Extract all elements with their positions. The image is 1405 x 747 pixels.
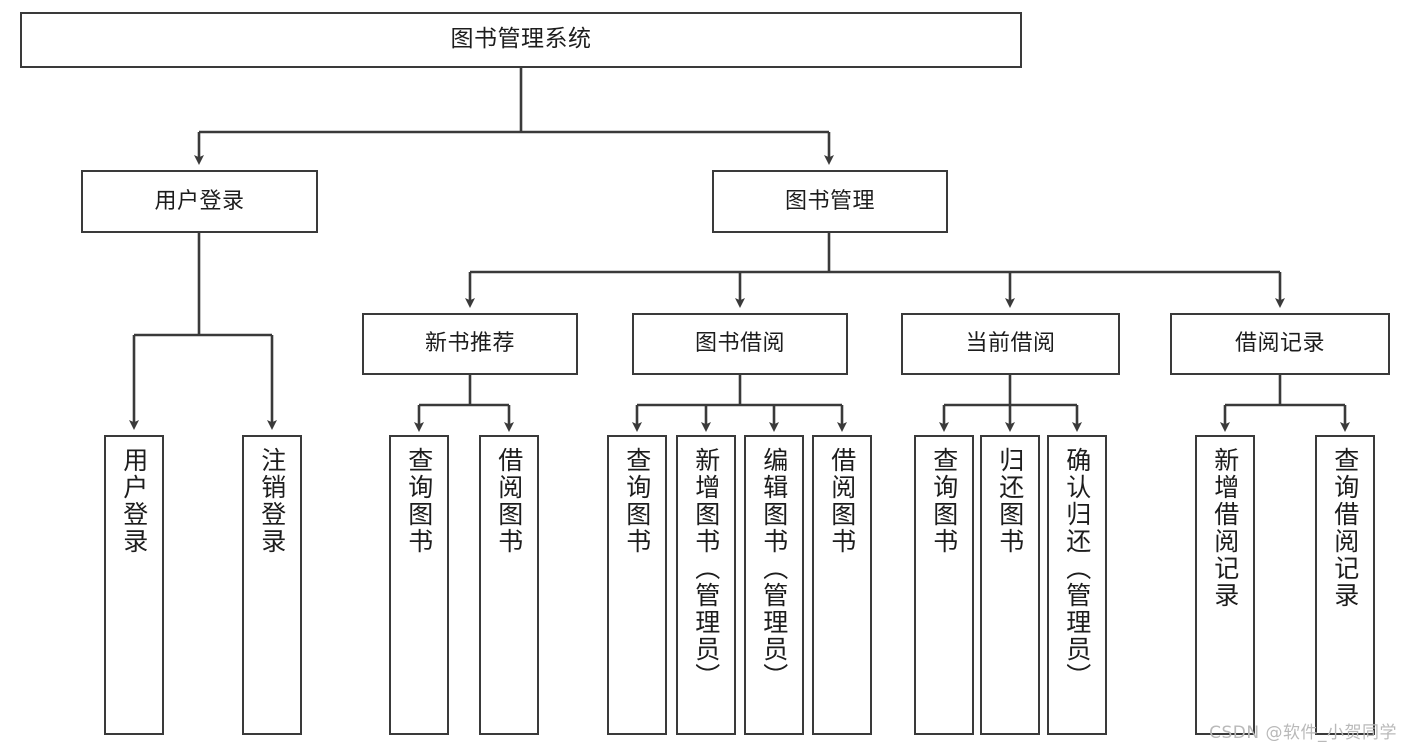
leaf-query-book-newbook[interactable]: 查询图书 [389, 435, 449, 735]
node-label: 借阅记录 [1234, 331, 1325, 357]
leaf-add-borrow-record[interactable]: 新增借阅记录 [1195, 435, 1255, 735]
node-label: 新增借阅记录 [1210, 447, 1240, 609]
leaf-borrow-book[interactable]: 借阅图书 [812, 435, 872, 735]
node-label: 新书推荐 [424, 331, 515, 357]
node-current-borrow[interactable]: 当前借阅 [901, 313, 1120, 375]
node-label: 编辑图书（管理员） [759, 447, 789, 690]
node-label: 新增图书（管理员） [691, 447, 721, 690]
leaf-return-book[interactable]: 归还图书 [980, 435, 1040, 735]
node-label: 归还图书 [995, 447, 1025, 555]
node-label: 注销登录 [257, 447, 287, 555]
node-label: 图书管理系统 [450, 26, 592, 53]
node-label: 查询图书 [929, 447, 959, 555]
leaf-query-book-borrow[interactable]: 查询图书 [607, 435, 667, 735]
leaf-user-login[interactable]: 用户登录 [104, 435, 164, 735]
node-book-management[interactable]: 图书管理 [712, 170, 948, 233]
leaf-logout-login[interactable]: 注销登录 [242, 435, 302, 735]
leaf-confirm-return-admin[interactable]: 确认归还（管理员） [1047, 435, 1107, 735]
node-borrow-record[interactable]: 借阅记录 [1170, 313, 1390, 375]
node-label: 借阅图书 [827, 447, 857, 555]
node-label: 查询图书 [622, 447, 652, 555]
leaf-add-book-admin[interactable]: 新增图书（管理员） [676, 435, 736, 735]
node-label: 图书借阅 [694, 331, 785, 357]
node-new-book-recommend[interactable]: 新书推荐 [362, 313, 578, 375]
node-label: 用户登录 [154, 188, 245, 214]
leaf-borrow-book-newbook[interactable]: 借阅图书 [479, 435, 539, 735]
node-label: 当前借阅 [965, 331, 1056, 357]
leaf-query-book-current[interactable]: 查询图书 [914, 435, 974, 735]
node-label: 确认归还（管理员） [1062, 447, 1092, 690]
node-book-borrow[interactable]: 图书借阅 [632, 313, 848, 375]
leaf-edit-book-admin[interactable]: 编辑图书（管理员） [744, 435, 804, 735]
node-label: 用户登录 [119, 447, 149, 555]
node-user-login[interactable]: 用户登录 [81, 170, 318, 233]
leaf-query-borrow-record[interactable]: 查询借阅记录 [1315, 435, 1375, 735]
node-label: 图书管理 [784, 188, 875, 214]
node-label: 查询借阅记录 [1330, 447, 1360, 609]
node-label: 查询图书 [404, 447, 434, 555]
node-label: 借阅图书 [494, 447, 524, 555]
csdn-watermark: CSDN @软件_小贺同学 [1209, 723, 1397, 743]
node-root-system[interactable]: 图书管理系统 [20, 12, 1022, 68]
